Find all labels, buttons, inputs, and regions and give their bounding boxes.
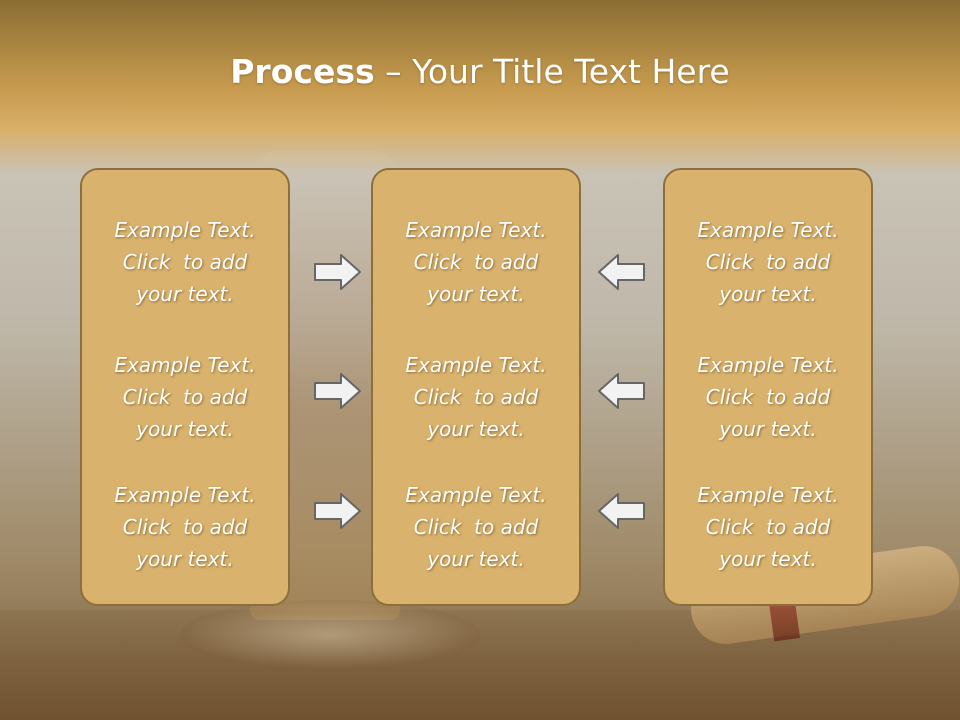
text-line: your text. bbox=[136, 547, 234, 571]
left-arrow-icon[interactable] bbox=[596, 491, 646, 531]
text-line: Example Text. bbox=[405, 218, 547, 242]
text-line: Example Text. bbox=[697, 218, 839, 242]
text-block[interactable]: Example Text. Click to add your text. bbox=[82, 479, 288, 575]
text-block[interactable]: Example Text. Click to add your text. bbox=[373, 479, 579, 575]
left-arrow-icon[interactable] bbox=[596, 252, 646, 292]
text-line: Click to add bbox=[705, 385, 831, 409]
title-bold: Process bbox=[230, 52, 375, 91]
text-line: your text. bbox=[719, 547, 817, 571]
text-line: your text. bbox=[427, 417, 525, 441]
text-line: Click to add bbox=[122, 385, 248, 409]
text-line: Example Text. bbox=[114, 353, 256, 377]
text-block[interactable]: Example Text. Click to add your text. bbox=[373, 214, 579, 310]
background-glass-base bbox=[180, 600, 480, 670]
text-line: Example Text. bbox=[405, 353, 547, 377]
text-line: your text. bbox=[719, 417, 817, 441]
text-line: Click to add bbox=[413, 385, 539, 409]
text-line: your text. bbox=[427, 547, 525, 571]
text-line: Click to add bbox=[705, 515, 831, 539]
text-line: Click to add bbox=[122, 250, 248, 274]
text-line: Click to add bbox=[705, 250, 831, 274]
text-line: Example Text. bbox=[114, 483, 256, 507]
text-line: your text. bbox=[719, 282, 817, 306]
text-block[interactable]: Example Text. Click to add your text. bbox=[665, 214, 871, 310]
text-line: Example Text. bbox=[697, 483, 839, 507]
text-line: your text. bbox=[136, 417, 234, 441]
slide-title[interactable]: Process – Your Title Text Here bbox=[0, 52, 960, 91]
text-block[interactable]: Example Text. Click to add your text. bbox=[665, 349, 871, 445]
title-rest: – Your Title Text Here bbox=[374, 52, 730, 91]
right-arrow-icon[interactable] bbox=[313, 371, 363, 411]
text-line: your text. bbox=[427, 282, 525, 306]
process-panel-middle[interactable]: Example Text. Click to add your text. Ex… bbox=[371, 168, 581, 606]
text-line: Click to add bbox=[413, 250, 539, 274]
text-block[interactable]: Example Text. Click to add your text. bbox=[82, 349, 288, 445]
right-arrow-icon[interactable] bbox=[313, 252, 363, 292]
text-line: Example Text. bbox=[405, 483, 547, 507]
left-arrow-icon[interactable] bbox=[596, 371, 646, 411]
process-panel-right[interactable]: Example Text. Click to add your text. Ex… bbox=[663, 168, 873, 606]
text-line: Example Text. bbox=[114, 218, 256, 242]
right-arrow-icon[interactable] bbox=[313, 491, 363, 531]
text-block[interactable]: Example Text. Click to add your text. bbox=[665, 479, 871, 575]
process-panel-left[interactable]: Example Text. Click to add your text. Ex… bbox=[80, 168, 290, 606]
text-line: Click to add bbox=[122, 515, 248, 539]
text-line: Example Text. bbox=[697, 353, 839, 377]
text-line: your text. bbox=[136, 282, 234, 306]
text-line: Click to add bbox=[413, 515, 539, 539]
text-block[interactable]: Example Text. Click to add your text. bbox=[82, 214, 288, 310]
text-block[interactable]: Example Text. Click to add your text. bbox=[373, 349, 579, 445]
